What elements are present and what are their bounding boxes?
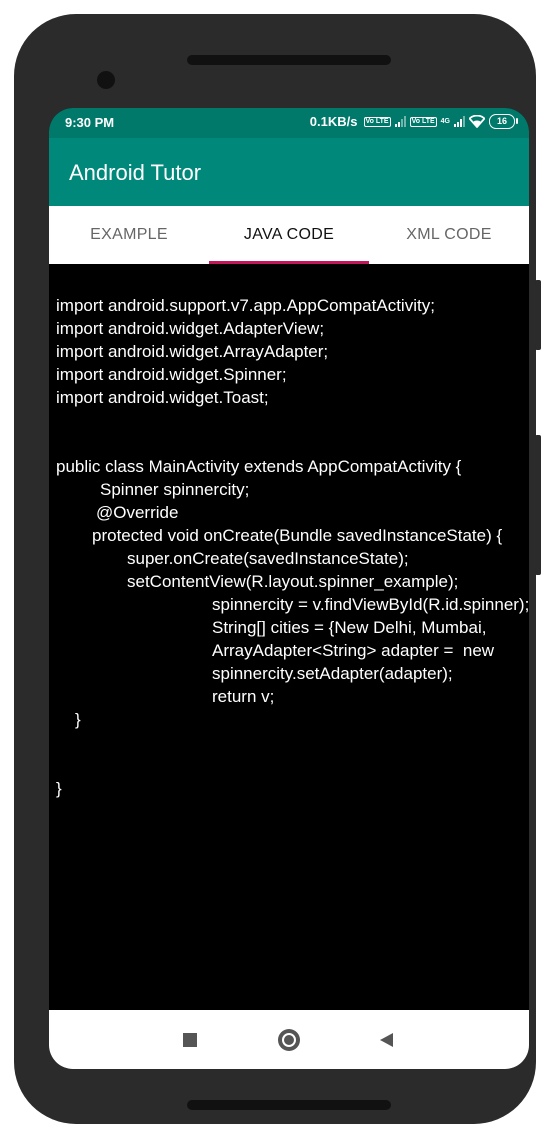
code-line: super.onCreate(savedInstanceState);	[127, 549, 409, 568]
volume-button	[535, 280, 541, 350]
back-triangle-icon[interactable]	[380, 1033, 393, 1047]
code-line: Spinner spinnercity;	[100, 480, 250, 499]
status-time: 9:30 PM	[65, 115, 115, 130]
code-line: public class MainActivity extends AppCom…	[56, 457, 462, 476]
volte-2-icon: Vo LTE	[409, 116, 437, 127]
wifi-icon	[469, 115, 485, 128]
code-view[interactable]: import android.support.v7.app.AppCompatA…	[49, 264, 529, 1010]
code-line: }	[56, 779, 62, 798]
screen: 9:30 PM 0.1KB/s Vo LTE Vo LTE 4G 16	[49, 108, 529, 1069]
code-line: }	[75, 710, 81, 729]
navigation-bar	[49, 1010, 529, 1069]
code-line: import android.widget.AdapterView;	[56, 319, 325, 338]
recents-square-icon[interactable]	[183, 1033, 197, 1047]
front-camera	[97, 71, 115, 89]
battery-icon: 16	[489, 114, 518, 129]
code-line: protected void onCreate(Bundle savedInst…	[92, 526, 503, 545]
code-line: import android.widget.Spinner;	[56, 365, 287, 384]
code-line: import android.widget.Toast;	[56, 388, 269, 407]
code-line: ArrayAdapter<String> adapter = new	[212, 641, 495, 660]
network-speed: 0.1KB/s	[309, 114, 358, 129]
status-icons: 0.1KB/s Vo LTE Vo LTE 4G 16	[309, 114, 518, 129]
tab-example[interactable]: EXAMPLE	[90, 226, 168, 243]
code-line: import android.support.v7.app.AppCompatA…	[56, 296, 435, 315]
app-title: Android Tutor	[69, 160, 202, 185]
bottom-speaker	[187, 1100, 391, 1110]
network-type: 4G	[440, 118, 450, 125]
code-line: return v;	[212, 687, 275, 706]
code-line: spinnercity.setAdapter(adapter);	[212, 664, 453, 683]
code-line: String[] cities = {New Delhi, Mumbai,	[212, 618, 487, 637]
phone-frame: 9:30 PM 0.1KB/s Vo LTE Vo LTE 4G 16	[14, 14, 536, 1124]
signal-1-icon	[394, 116, 406, 127]
power-button	[535, 435, 541, 575]
tab-bar: EXAMPLE JAVA CODE XML CODE	[49, 206, 529, 264]
earpiece-speaker	[187, 55, 391, 65]
status-bar: 9:30 PM 0.1KB/s Vo LTE Vo LTE 4G 16	[49, 108, 529, 138]
code-line: setContentView(R.layout.spinner_example)…	[127, 572, 459, 591]
home-circle-icon[interactable]	[278, 1029, 300, 1051]
signal-2-icon	[454, 116, 465, 127]
tab-xml-code[interactable]: XML CODE	[406, 226, 492, 243]
tab-java-code[interactable]: JAVA CODE	[209, 206, 369, 264]
app-bar: Android Tutor	[49, 138, 529, 206]
code-line: @Override	[96, 503, 179, 522]
volte-1-icon: Vo LTE	[363, 116, 391, 127]
code-line: import android.widget.ArrayAdapter;	[56, 342, 329, 361]
code-line: spinnercity = v.findViewById(R.id.spinne…	[212, 595, 529, 614]
